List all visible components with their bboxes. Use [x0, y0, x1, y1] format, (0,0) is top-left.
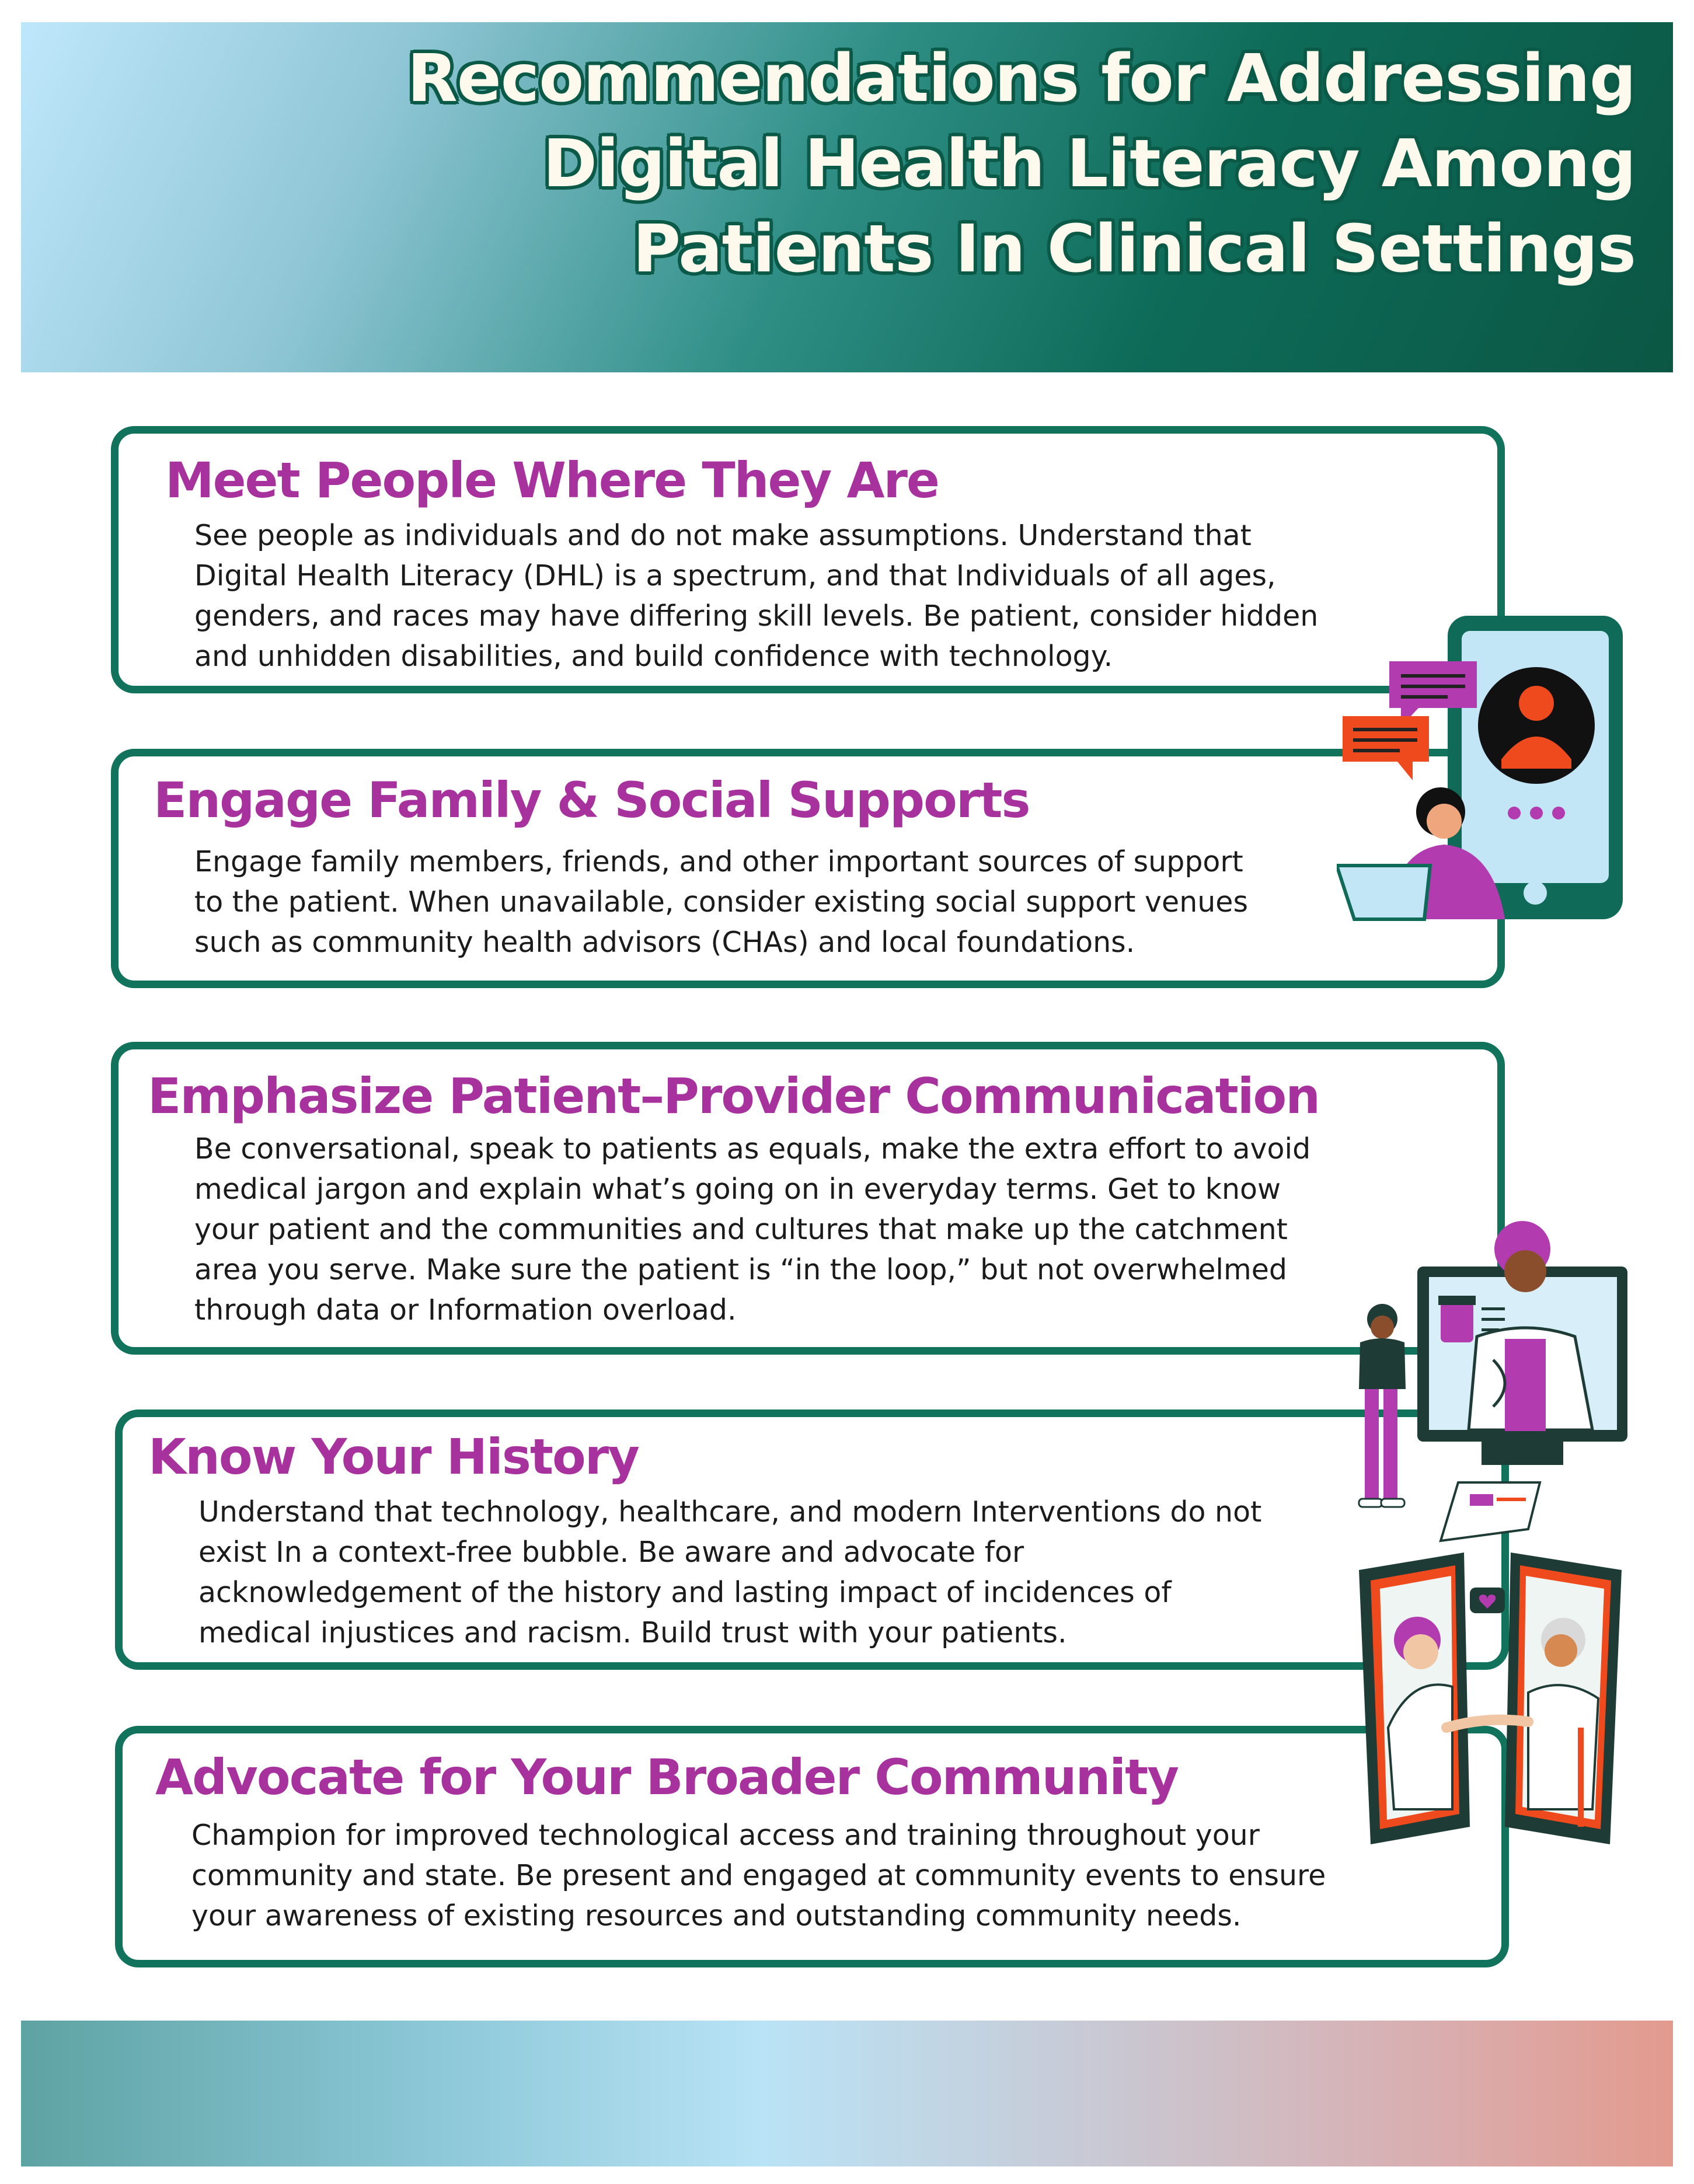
title-line: Recommendations for Addressing	[407, 41, 1636, 117]
body-line: medical injustices and racism. Build tru…	[198, 1616, 1067, 1649]
body-line: and unhidden disabilities, and build con…	[194, 640, 1113, 673]
body-line: medical jargon and explain what’s going …	[194, 1173, 1281, 1206]
body-line: your patient and the communities and cul…	[194, 1213, 1288, 1246]
footer-banner	[21, 2021, 1673, 2166]
section-card-communication: Emphasize Patient–Provider Communication…	[111, 1042, 1505, 1355]
section-heading: Engage Family & Social Supports	[154, 772, 1030, 829]
body-line: to the patient. When unavailable, consid…	[194, 885, 1248, 919]
title-line: Digital Health Literacy Among	[542, 126, 1636, 202]
body-line: Digital Health Literacy (DHL) is a spect…	[194, 559, 1276, 592]
phone-video-call-icon	[1337, 616, 1623, 921]
section-body: Understand that technology, healthcare, …	[198, 1492, 1261, 1653]
section-body: Champion for improved technological acce…	[191, 1815, 1326, 1936]
section-body: Be conversational, speak to patients as …	[194, 1129, 1310, 1330]
body-line: through data or Information overload.	[194, 1293, 737, 1327]
section-heading: Know Your History	[148, 1428, 640, 1485]
body-line: Be conversational, speak to patients as …	[194, 1132, 1311, 1166]
telehealth-doctor-icon	[1358, 1221, 1627, 1543]
body-line: your awareness of existing resources and…	[191, 1899, 1242, 1932]
section-card-engage-family: Engage Family & Social Supports Engage f…	[111, 749, 1505, 988]
body-line: such as community health advisors (CHAs)…	[194, 926, 1135, 959]
body-line: exist In a context-free bubble. Be aware…	[198, 1536, 1024, 1569]
body-line: community and state. Be present and enga…	[191, 1859, 1326, 1892]
section-card-history: Know Your History Understand that techno…	[115, 1410, 1509, 1670]
section-body: Engage family members, friends, and othe…	[194, 842, 1248, 962]
section-card-meet-people: Meet People Where They Are See people as…	[111, 426, 1505, 693]
body-line: genders, and races may have differing sk…	[194, 599, 1319, 633]
title-line: Patients In Clinical Settings	[633, 211, 1636, 287]
body-line: Champion for improved technological acce…	[191, 1819, 1260, 1852]
body-line: acknowledgement of the history and lasti…	[198, 1576, 1172, 1609]
doctor-patient-tablets-icon	[1359, 1552, 1622, 1844]
section-card-community: Advocate for Your Broader Community Cham…	[115, 1726, 1509, 1967]
section-heading: Advocate for Your Broader Community	[155, 1749, 1179, 1806]
page-title: Recommendations for Addressing Digital H…	[235, 36, 1636, 292]
body-line: See people as individuals and do not mak…	[194, 519, 1252, 552]
body-line: area you serve. Make sure the patient is…	[194, 1253, 1288, 1286]
section-body: See people as individuals and do not mak…	[194, 515, 1318, 676]
section-heading: Emphasize Patient–Provider Communication	[148, 1067, 1320, 1125]
body-line: Understand that technology, healthcare, …	[198, 1495, 1262, 1529]
section-heading: Meet People Where They Are	[165, 452, 940, 509]
body-line: Engage family members, friends, and othe…	[194, 845, 1243, 878]
header-banner	[21, 22, 1673, 372]
